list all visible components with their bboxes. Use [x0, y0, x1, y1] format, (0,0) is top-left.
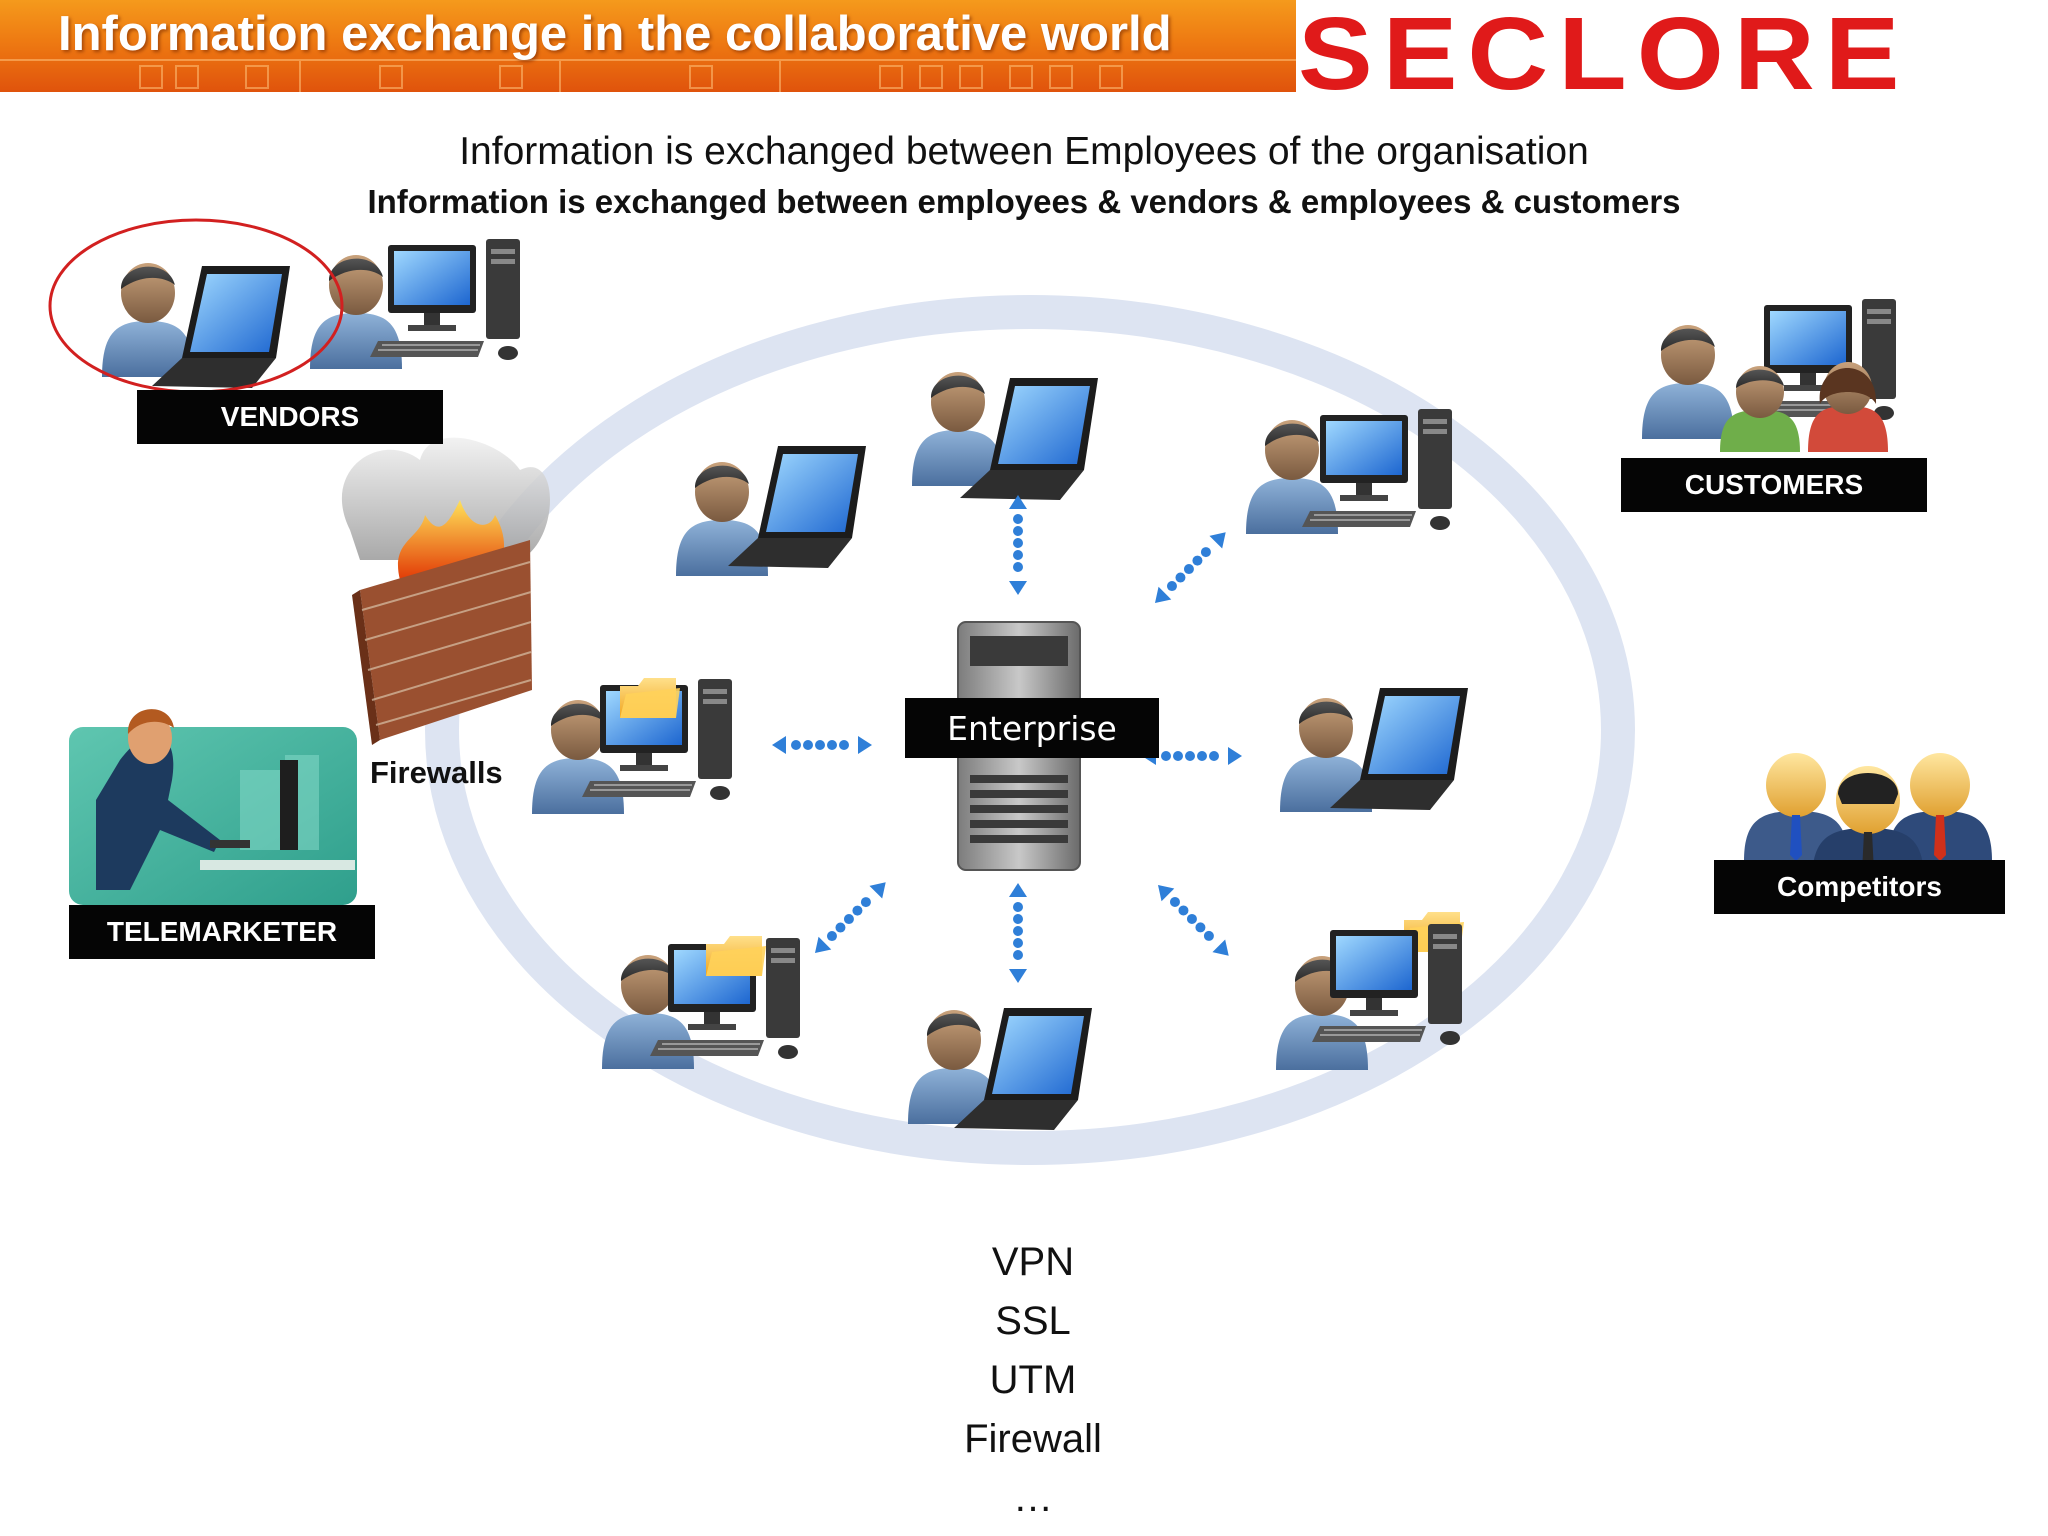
employee-desktop-bottomleft-icon	[602, 936, 801, 1069]
employee-desktop-left-icon	[532, 678, 733, 814]
firewalls-label: Firewalls	[370, 755, 503, 790]
arrow-up	[1009, 495, 1027, 595]
arrow-down	[1009, 883, 1027, 983]
stack-item-vpn: VPN	[991, 1240, 1075, 1284]
subtitle-vendors-customers: Information is exchanged between employe…	[367, 183, 1681, 220]
arrow-downleft	[808, 875, 893, 960]
enterprise-label: Enterprise	[905, 698, 1159, 758]
circuit-pattern-decoration	[0, 59, 1296, 92]
employee-laptop-top-icon	[912, 372, 1098, 500]
stack-item-utm: UTM	[989, 1358, 1077, 1402]
arrow-left	[772, 736, 872, 754]
employee-desktop-topright-icon	[1246, 408, 1453, 534]
firewall-icon	[341, 437, 550, 745]
telemarketer-illustration	[69, 709, 357, 905]
employee-laptop-topleft-icon	[676, 446, 866, 576]
vendor-laptop-user-icon	[102, 263, 290, 388]
enterprise-boundary-ring	[425, 295, 1635, 1165]
stack-item-ssl: SSL	[995, 1299, 1071, 1343]
subtitle-employees: Information is exchanged between Employe…	[459, 130, 1589, 173]
stack-item-firewall: Firewall	[964, 1417, 1102, 1461]
customers-group-icon	[1642, 298, 1897, 452]
telemarketer-label: TELEMARKETER	[69, 905, 375, 959]
seclore-logo: SECLORE	[1298, 0, 1910, 111]
employee-laptop-right-icon	[1280, 688, 1468, 812]
stack-item-ellipsis: …	[1013, 1476, 1053, 1520]
page-title: Information exchange in the collaborativ…	[58, 7, 1172, 61]
vendors-label: VENDORS	[137, 390, 443, 444]
arrow-upright	[1148, 525, 1233, 610]
customers-label: CUSTOMERS	[1621, 458, 1927, 512]
competitors-label: Competitors	[1714, 860, 2005, 914]
employee-laptop-bottom-icon	[908, 1008, 1092, 1130]
arrow-downright	[1151, 878, 1236, 963]
header-banner	[0, 0, 1296, 92]
